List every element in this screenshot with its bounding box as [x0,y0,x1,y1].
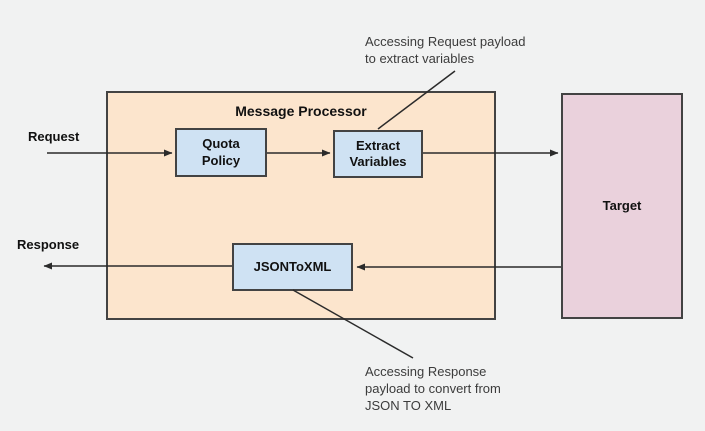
extract-variables-box: Extract Variables [333,130,423,178]
annotation-response-payload: Accessing Response payload to convert fr… [365,364,501,413]
annotation-request-payload: Accessing Request payload to extract var… [365,34,526,66]
response-label: Response [17,237,80,252]
json-to-xml-box: JSONToXML [232,243,353,291]
quota-policy-box: Quota Policy [175,128,267,177]
target-label: Target [602,197,642,213]
target-box: Target [561,93,683,319]
json-to-xml-label: JSONToXML [253,258,332,274]
request-label: Request [28,129,80,144]
message-processor-label: Message Processor [235,103,367,119]
extract-variables-label: Extract Variables [349,137,407,169]
quota-policy-label: Quota Policy [201,136,241,168]
